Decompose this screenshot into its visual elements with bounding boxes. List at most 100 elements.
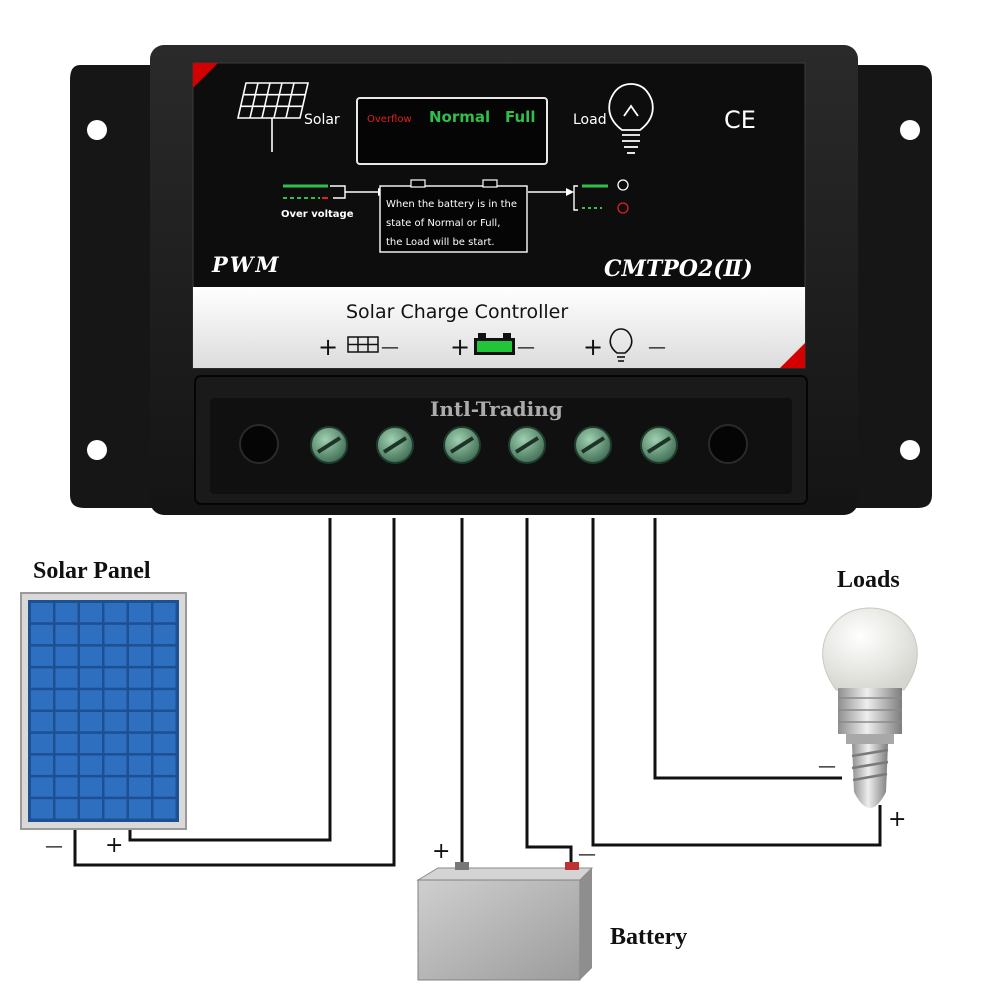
solar-cell bbox=[104, 712, 127, 732]
terminal-screw-battery-plus bbox=[443, 426, 481, 464]
solar-cell bbox=[80, 646, 102, 666]
solar-cell bbox=[129, 668, 151, 688]
label-band bbox=[193, 287, 805, 368]
terminal-screw-load-minus bbox=[640, 426, 678, 464]
battery-plus-sign: + bbox=[432, 839, 450, 864]
solar-cell bbox=[31, 755, 53, 775]
terminal-plug-left bbox=[239, 424, 279, 464]
terminal-screw-solar-minus bbox=[376, 426, 414, 464]
solar-label: Solar bbox=[304, 112, 340, 128]
note-line-3: the Load will be start. bbox=[386, 237, 495, 248]
solar-cell bbox=[31, 777, 53, 797]
panel-minus-sign: — bbox=[45, 836, 63, 857]
solar-cell bbox=[80, 799, 102, 819]
solar-cell bbox=[55, 733, 78, 754]
solar-cell bbox=[80, 668, 102, 688]
solar-cell bbox=[31, 690, 53, 710]
status-full: Full bbox=[505, 108, 535, 126]
solar-cell bbox=[104, 690, 127, 710]
note-line-2: state of Normal or Full, bbox=[386, 218, 500, 229]
right-mounting-ear bbox=[845, 65, 932, 508]
solar-cell bbox=[55, 603, 78, 623]
terminal-screw-solar-plus bbox=[310, 426, 348, 464]
solar-cell bbox=[153, 646, 176, 666]
arrowhead-out bbox=[566, 188, 574, 196]
solar-cell bbox=[31, 603, 53, 623]
solar-cell bbox=[31, 646, 53, 666]
solar-cell bbox=[55, 668, 78, 688]
solar-cell bbox=[55, 755, 78, 775]
status-display bbox=[356, 97, 548, 165]
solar-cell bbox=[129, 690, 151, 710]
solar-cell bbox=[129, 624, 151, 645]
battery-label: Battery bbox=[610, 924, 687, 950]
solar-cell bbox=[104, 799, 127, 819]
solar-cell bbox=[31, 668, 53, 688]
solar-cell bbox=[55, 799, 78, 819]
solar-cell bbox=[55, 624, 78, 645]
mounting-hole-bottom-right bbox=[900, 440, 920, 460]
solar-cell bbox=[104, 733, 127, 754]
left-mounting-ear bbox=[70, 65, 160, 508]
load-state-indicator bbox=[573, 179, 629, 214]
lightbulb-icon bbox=[608, 83, 654, 154]
solar-cell bbox=[104, 668, 127, 688]
mounting-hole-top-left bbox=[87, 120, 107, 140]
led-bulb bbox=[822, 607, 918, 808]
solar-cell bbox=[104, 646, 127, 666]
solar-panel-label: Solar Panel bbox=[33, 558, 151, 584]
note-box-tab-left bbox=[410, 179, 426, 188]
ce-mark: CE bbox=[724, 106, 756, 134]
solar-cell bbox=[129, 799, 151, 819]
battery bbox=[416, 862, 594, 981]
terminal-recess bbox=[210, 398, 792, 494]
solar-cell bbox=[153, 733, 176, 754]
solar-cell bbox=[129, 755, 151, 775]
load-label: Load bbox=[573, 112, 607, 128]
wire-solar-minus bbox=[73, 518, 396, 867]
panel-plus-sign: + bbox=[105, 833, 123, 858]
legend-solar-minus: — bbox=[381, 337, 399, 358]
load-minus-sign: — bbox=[818, 756, 836, 777]
status-normal: Normal bbox=[429, 108, 490, 126]
solar-cell bbox=[31, 624, 53, 645]
solar-cell bbox=[55, 712, 78, 732]
legend-battery-icon bbox=[474, 333, 515, 355]
solar-cell bbox=[104, 755, 127, 775]
mounting-hole-top-right bbox=[900, 120, 920, 140]
legend-battery-minus: — bbox=[517, 337, 535, 358]
wire-battery-minus bbox=[525, 518, 573, 868]
solar-cell bbox=[80, 624, 102, 645]
terminal-screw-load-plus bbox=[574, 426, 612, 464]
watermark: Intl-Trading bbox=[430, 397, 563, 421]
model-number: CMTPO2(Ⅱ) bbox=[604, 256, 753, 282]
solar-cell bbox=[129, 733, 151, 754]
logic-arrow-in bbox=[330, 185, 378, 199]
solar-cell bbox=[55, 646, 78, 666]
over-voltage-label: Over voltage bbox=[281, 209, 354, 220]
note-line-1: When the battery is in the bbox=[386, 199, 517, 210]
controller-title: Solar Charge Controller bbox=[346, 301, 568, 323]
status-overflow: Overflow bbox=[367, 114, 412, 125]
legend-battery-plus: + bbox=[450, 333, 470, 361]
solar-cell bbox=[80, 733, 102, 754]
charge-controller: Solar Overflow Normal Full Load CE Over … bbox=[70, 45, 932, 515]
solar-panel-icon bbox=[236, 82, 310, 152]
legend-bulb-icon bbox=[609, 328, 633, 362]
solar-cell bbox=[129, 777, 151, 797]
red-corner-band bbox=[780, 343, 805, 368]
wires bbox=[73, 518, 882, 868]
solar-cell bbox=[31, 712, 53, 732]
legend-solar-icon bbox=[347, 336, 379, 353]
terminal-screws bbox=[310, 426, 678, 464]
note-box-tab-right bbox=[482, 179, 498, 188]
solar-cell bbox=[153, 777, 176, 797]
solar-cell bbox=[80, 712, 102, 732]
load-plus-sign: + bbox=[888, 807, 906, 832]
solar-cell bbox=[31, 733, 53, 754]
brand-pwm: PWM bbox=[211, 252, 281, 277]
legend-solar-plus: + bbox=[318, 333, 338, 361]
mounting-hole-bottom-left bbox=[87, 440, 107, 460]
solar-cell bbox=[80, 603, 102, 623]
